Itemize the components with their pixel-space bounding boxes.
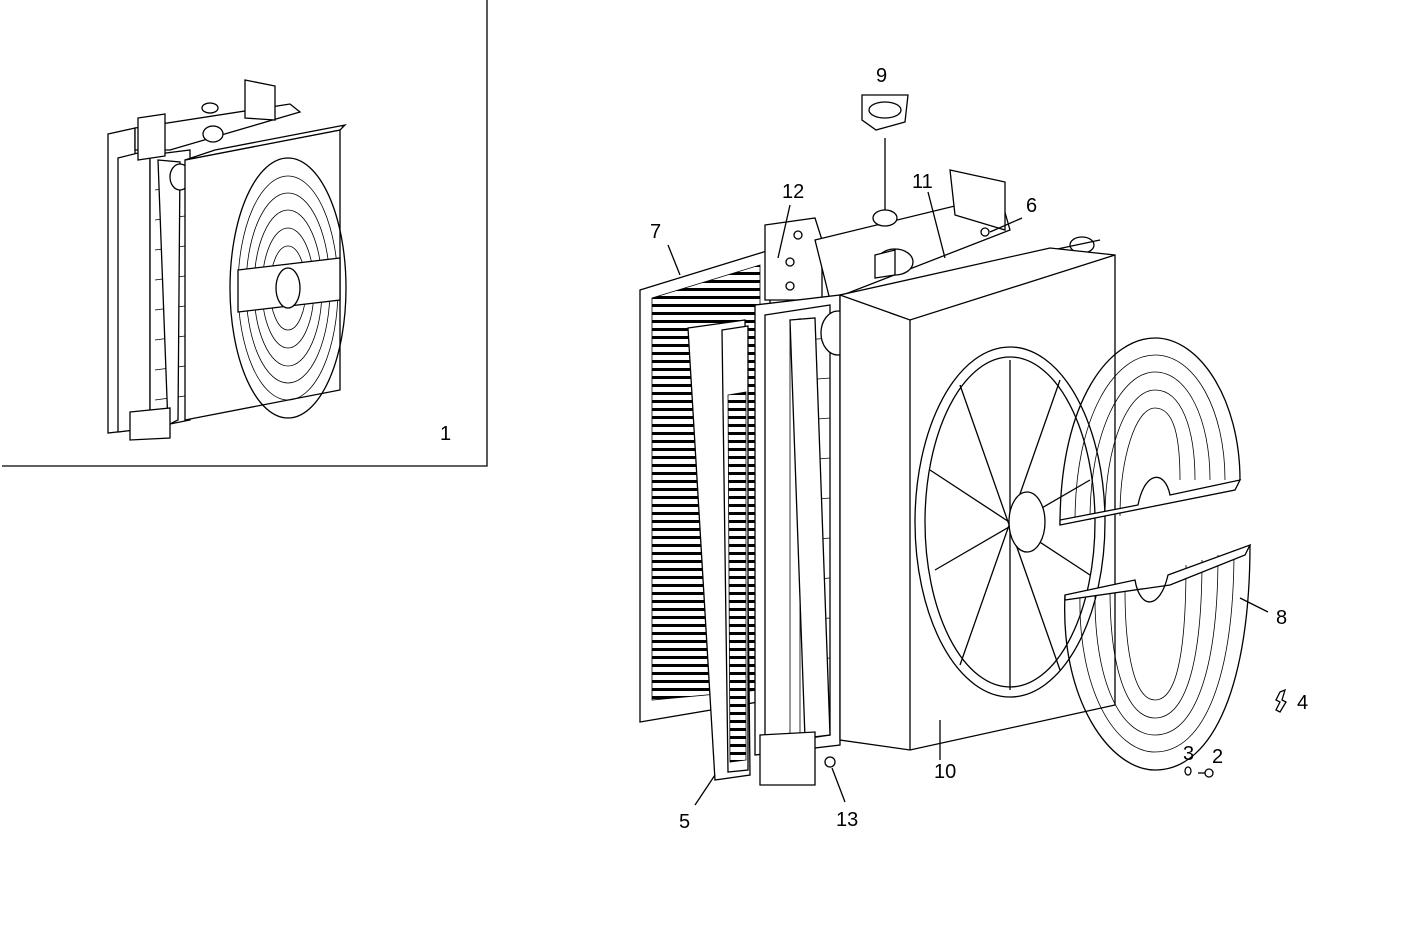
callout-5: 5 [679, 811, 690, 833]
inset-frame [2, 0, 488, 467]
callout-12: 12 [782, 181, 804, 203]
callout-1: 1 [440, 423, 451, 445]
callout-10: 10 [934, 761, 956, 783]
callout-7: 7 [650, 221, 661, 243]
assembled-view-inset: 1 [2, 0, 488, 467]
inset-fan-guard [229, 157, 347, 419]
part-8-fan-guard [1059, 337, 1269, 771]
callout-8: 8 [1276, 607, 1287, 629]
radiator-core [754, 294, 856, 756]
fan-guard-upper-half [1059, 337, 1242, 526]
exploded-view: 9 11 12 6 7 8 4 3 2 10 5 13 [639, 65, 1308, 833]
callout-4: 4 [1297, 692, 1308, 714]
leader-lines [667, 191, 1023, 806]
part-4-clip [1275, 688, 1287, 713]
part-12-mounting-bracket [764, 217, 823, 301]
part-2-screw [1198, 768, 1214, 778]
part-11-top-tank [814, 169, 1101, 301]
part-5-air-deflector [687, 319, 751, 781]
part-13-bottom-bracket [759, 731, 836, 786]
callout-13: 13 [836, 809, 858, 831]
fan-guard-lower-half [1064, 543, 1252, 771]
callout-9: 9 [876, 65, 887, 87]
part-10-fan-shroud [837, 247, 1116, 751]
part-3-washer [1184, 766, 1192, 776]
part-6-bolt [980, 227, 990, 237]
callout-2: 2 [1212, 746, 1223, 768]
part-9-filler-cap [861, 94, 909, 227]
callout-11: 11 [912, 171, 933, 193]
callout-3: 3 [1183, 743, 1194, 765]
callout-6: 6 [1026, 195, 1037, 217]
